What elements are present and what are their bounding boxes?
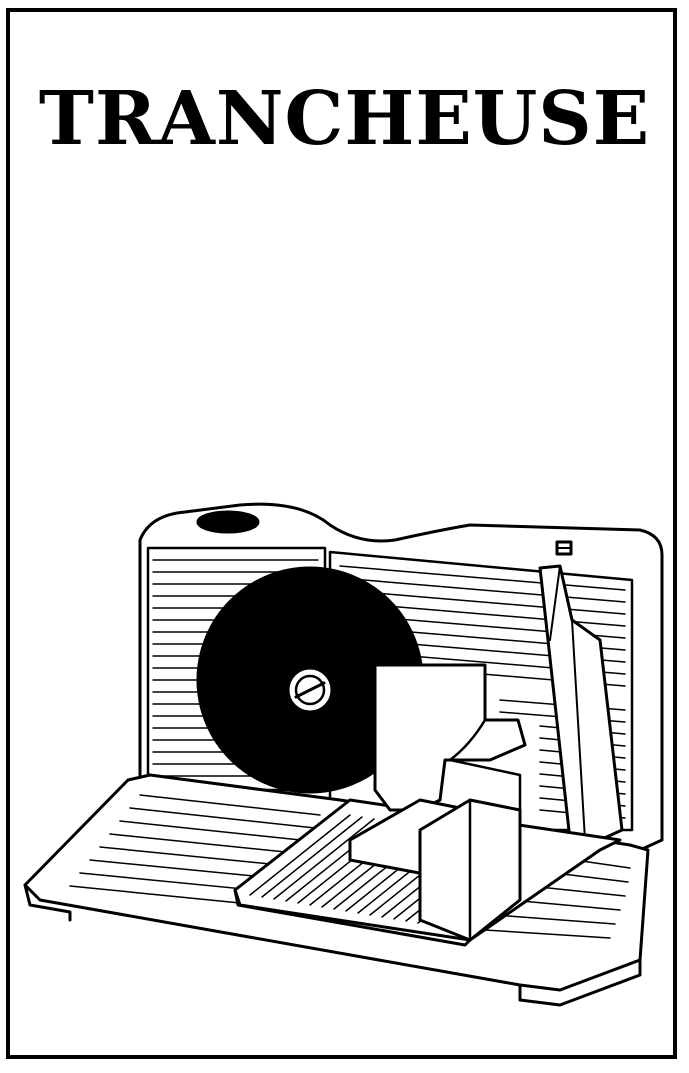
cover-border <box>6 8 677 1059</box>
food-pusher <box>373 663 527 812</box>
thickness-guide <box>538 564 624 842</box>
top-handle <box>196 510 260 534</box>
cover-title: TRANCHEUSE <box>38 76 651 162</box>
